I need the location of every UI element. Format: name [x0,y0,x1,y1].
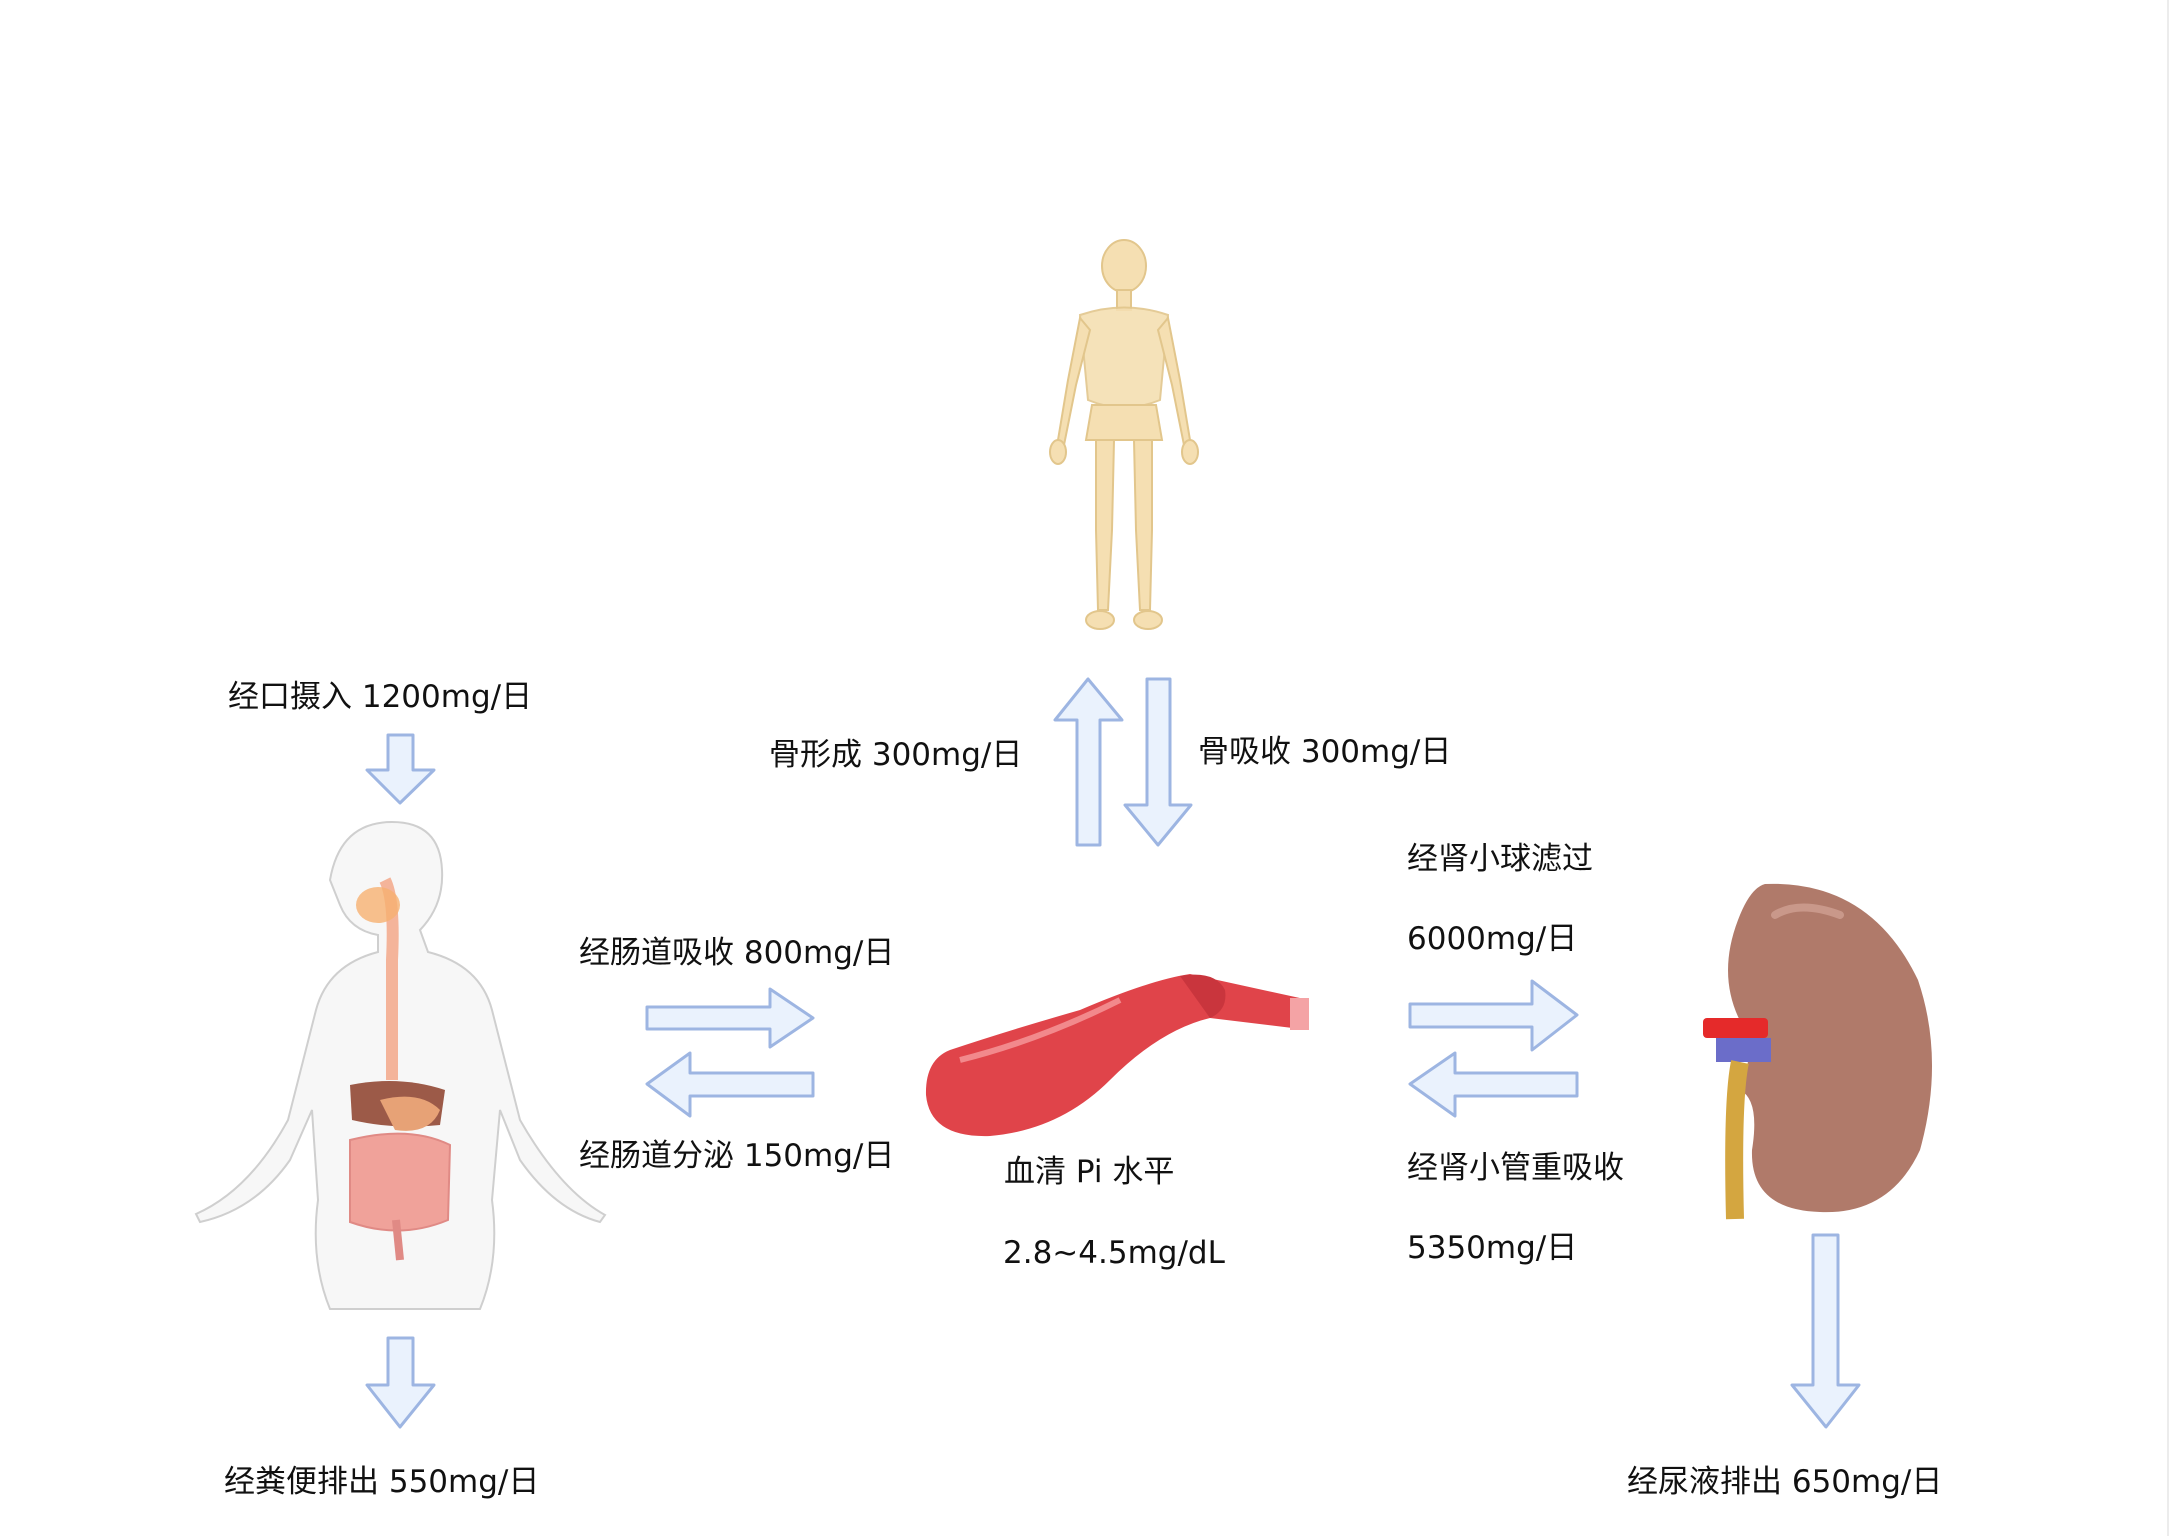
intestinal-absorption-right-arrow [645,987,815,1049]
tubular-reabsorption-value: 5350mg/日 [1407,1230,1578,1266]
digestive-system-illustration [194,820,607,1310]
right-edge-divider [2167,0,2169,1536]
bone-resorption-down-arrow [1123,677,1193,847]
tubular-reabsorption-left-arrow [1408,1051,1579,1118]
intake-down-arrow [365,733,436,805]
fecal-excretion-down-arrow [365,1336,436,1429]
urinary-excretion-label: 经尿液排出 650mg/日 [1627,1464,1943,1500]
glomerular-filtration-right-arrow [1408,979,1579,1052]
bone-formation-label: 骨形成 300mg/日 [769,737,1023,773]
intestinal-secretion-left-arrow [645,1051,815,1118]
bone-resorption-label: 骨吸收 300mg/日 [1198,734,1452,770]
glomerular-filtration-value: 6000mg/日 [1407,921,1578,957]
fecal-excretion-label: 经粪便排出 550mg/日 [224,1464,540,1500]
oral-intake-label: 经口摄入 1200mg/日 [228,679,533,715]
tubular-reabsorption-label: 经肾小管重吸收 [1407,1150,1624,1186]
bone-formation-up-arrow [1053,677,1124,847]
glomerular-filtration-label: 经肾小球滤过 [1407,841,1593,877]
urinary-excretion-down-arrow [1790,1233,1861,1429]
serum-pi-range: 2.8~4.5mg/dL [1003,1235,1225,1271]
blood-vessel-illustration [925,974,1309,1137]
intestinal-secretion-label: 经肠道分泌 150mg/日 [579,1138,895,1174]
skeleton-illustration [1049,239,1199,630]
serum-pi-label: 血清 Pi 水平 [1004,1154,1175,1190]
kidney-illustration [1703,883,1933,1220]
intestinal-absorption-label: 经肠道吸收 800mg/日 [579,935,895,971]
